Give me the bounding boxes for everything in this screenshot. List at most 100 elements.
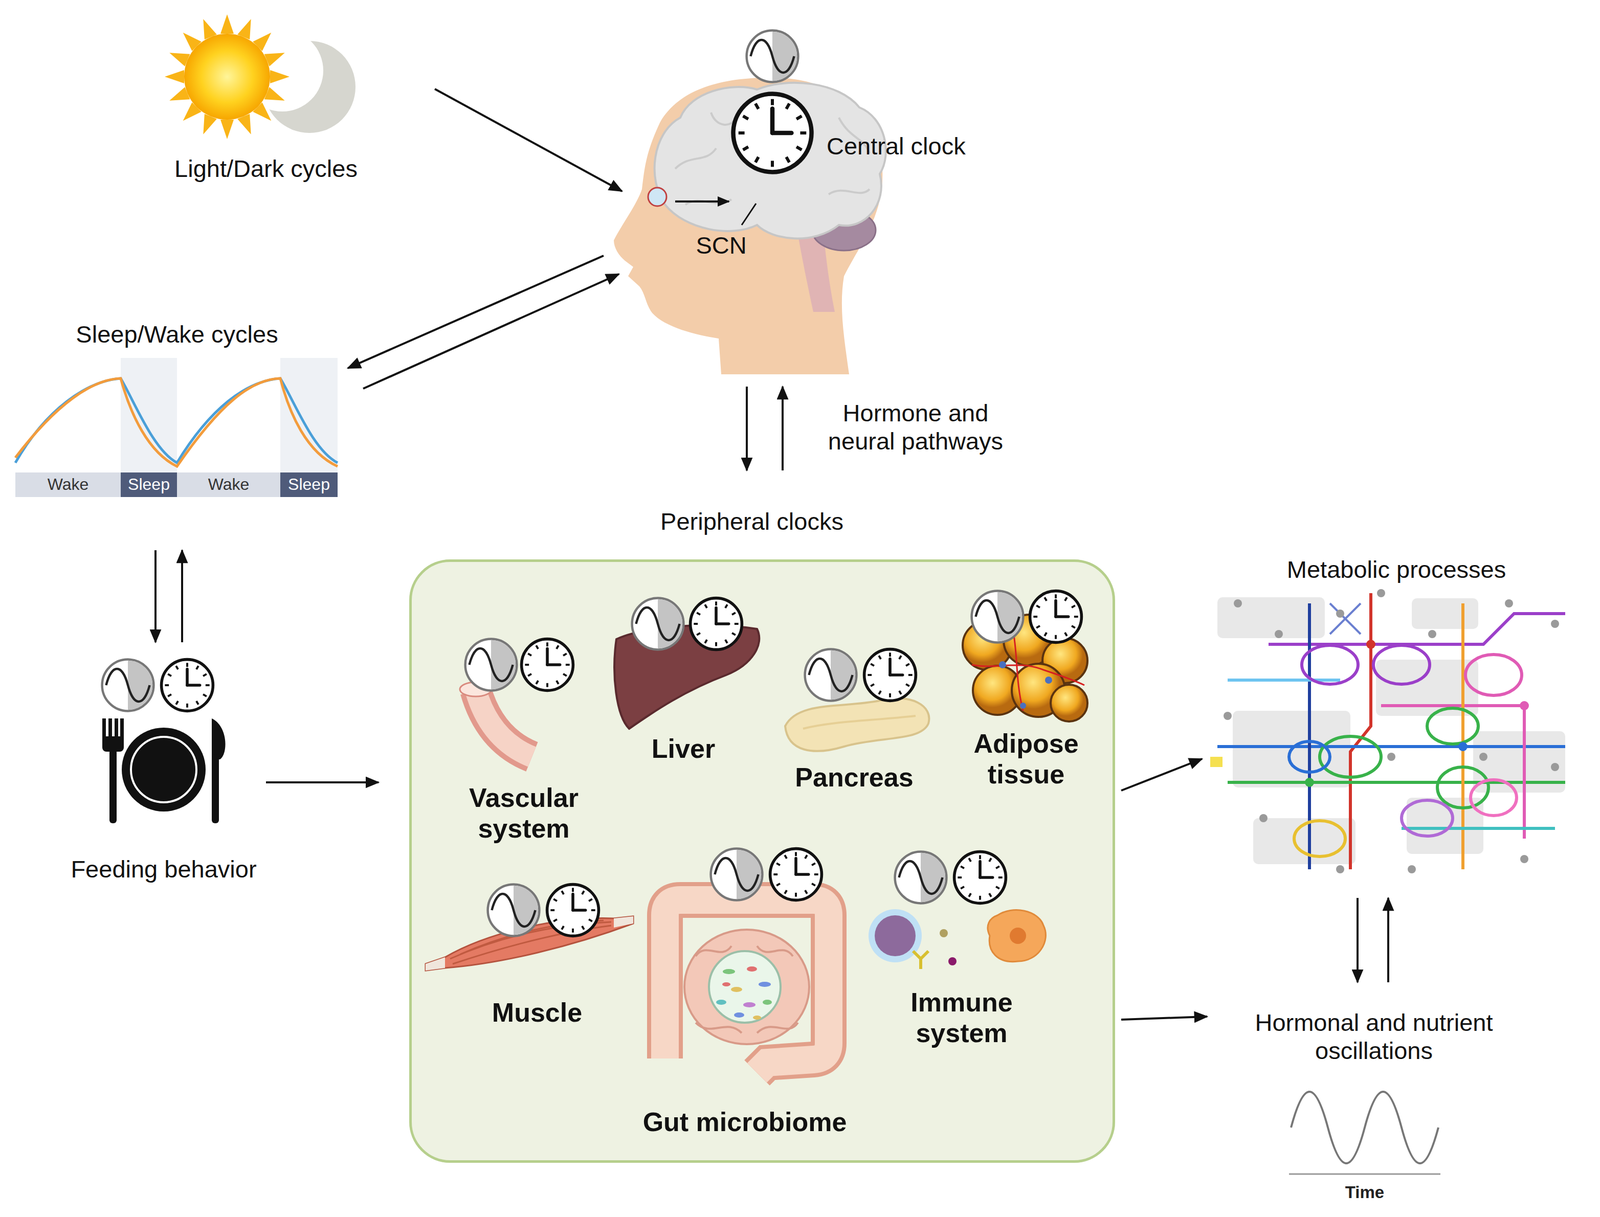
sleep-wake-chart <box>15 472 338 498</box>
clock-icon <box>746 30 799 83</box>
muscle-figure <box>613 916 634 928</box>
sleep-wake-chart <box>15 358 338 498</box>
metabolic-map <box>1217 593 1566 870</box>
feeding-icon <box>109 749 117 824</box>
metabolic-map <box>1217 597 1566 865</box>
arrow-connector <box>1356 898 1359 983</box>
feeding-icon <box>120 718 124 742</box>
gut-figure <box>695 946 798 1034</box>
metabolic-map <box>1253 818 1356 865</box>
sleep-wake-chart <box>15 378 338 463</box>
organ-node: Adipose tissue <box>956 588 1099 793</box>
pancreas-figure <box>785 698 929 752</box>
metabolic-map <box>1428 630 1437 639</box>
metabolic-map <box>1550 763 1560 772</box>
gut-figure <box>722 982 731 987</box>
immune-figure <box>874 915 916 957</box>
clock-icon <box>547 884 599 937</box>
oscillation-curve <box>1289 1092 1441 1175</box>
sleep-wake-chart <box>280 472 338 498</box>
arrow-connector <box>745 386 748 471</box>
gut-figure <box>743 1002 756 1008</box>
vessel-figure <box>475 690 532 758</box>
organ-node: Liver <box>603 598 768 768</box>
head-figure <box>648 187 667 207</box>
clock-icon <box>864 649 917 702</box>
vessel-figure <box>459 682 532 758</box>
metabolic-map <box>1407 865 1416 874</box>
gut-figure <box>684 929 810 1045</box>
metabolic-map <box>1366 639 1376 650</box>
metabolic-map <box>1376 589 1386 598</box>
metabolic-map <box>1465 654 1522 696</box>
metabolic-map <box>1233 599 1242 608</box>
immune-figure <box>868 909 922 963</box>
gut-figure <box>708 951 781 1024</box>
head-figure <box>675 148 717 169</box>
metabolic-map <box>1520 855 1529 864</box>
adipose-figure <box>998 661 1007 669</box>
clock-icon <box>690 598 743 651</box>
sleep-wake-chart <box>15 358 338 473</box>
metabolic-map <box>1307 603 1311 870</box>
arrow-connector <box>1121 1016 1208 1020</box>
sleep-chart-node: Sleep/Wake cycles <box>15 317 338 498</box>
liver-figure <box>614 625 760 729</box>
feeding-icon <box>121 727 206 812</box>
gut-figure <box>752 1015 762 1020</box>
gut-figure <box>664 900 829 1074</box>
adipose-figure <box>1045 676 1053 684</box>
arrow-connector <box>181 550 184 643</box>
liver-figure <box>614 625 760 729</box>
oscillation-node: Hormonal and nutrient oscillations <box>1222 1005 1530 1072</box>
sun-icon <box>270 70 290 84</box>
gut-figure <box>722 969 736 975</box>
clock-icon <box>487 884 540 937</box>
adipose-figure <box>1050 684 1088 722</box>
clock-icon <box>632 598 684 651</box>
node-label: Sleep/Wake cycles <box>75 320 278 349</box>
metabolic-map <box>1210 589 1566 874</box>
metabolic-map <box>1259 814 1268 823</box>
clock-icon <box>465 639 518 692</box>
immune-figure <box>868 909 1046 970</box>
adipose-figure <box>1019 702 1027 709</box>
metabolic-node: Metabolic processes <box>1205 552 1581 880</box>
immune-figure <box>948 957 957 966</box>
head-figure <box>654 82 886 239</box>
metabolic-map <box>1519 701 1529 711</box>
metabolic-map <box>1401 827 1555 831</box>
state-label: Sleep <box>127 475 170 494</box>
organ-label: Adipose tissue <box>957 728 1096 791</box>
brain-node: Central clockSCN <box>608 20 1003 379</box>
metabolic-map <box>1304 778 1315 788</box>
organ-label: Gut microbiome <box>642 1106 848 1138</box>
panel-heading: Peripheral clocks <box>660 507 844 537</box>
sun-icon <box>184 33 271 120</box>
metabolic-map <box>1470 780 1517 816</box>
arrow-connector <box>265 781 379 784</box>
state-label: Sleep <box>287 475 330 494</box>
arrow-connector <box>154 550 157 643</box>
metabolic-map <box>1427 708 1479 745</box>
state-label: Wake <box>208 475 250 494</box>
metabolic-map <box>1223 589 1560 874</box>
metabolic-map <box>1350 593 1371 870</box>
arrow-connector <box>434 89 622 192</box>
gut-figure <box>730 987 743 993</box>
feeding-icon <box>102 659 154 712</box>
clock-icon <box>971 591 1024 643</box>
metabolic-map <box>1401 800 1453 837</box>
metabolic-map <box>1458 742 1468 752</box>
sleep-wake-chart <box>120 472 177 498</box>
immune-figure <box>987 910 1046 963</box>
organ-label: Immune system <box>884 987 1039 1050</box>
organ-node: Vascular system <box>450 629 602 847</box>
oscillation-curve <box>1291 1092 1439 1164</box>
metabolic-map <box>1223 712 1232 721</box>
clock-icon <box>770 849 822 901</box>
pancreas-figure <box>803 716 916 729</box>
clock-icon <box>1030 591 1082 643</box>
arrow-connector <box>1121 759 1203 791</box>
node-label: Light/Dark cycles <box>174 154 358 184</box>
